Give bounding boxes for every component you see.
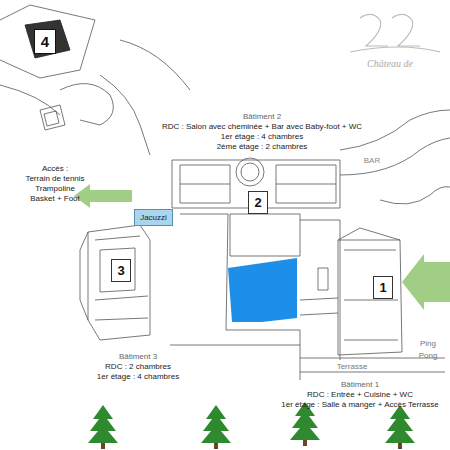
building-number: 2 bbox=[248, 191, 268, 214]
building-number: 3 bbox=[111, 259, 131, 282]
floor-note: 1er étage : Salle à manger + Accès Terra… bbox=[281, 400, 439, 410]
box-text: 4 bbox=[41, 33, 49, 50]
floor-note: RDC : 2 chambres bbox=[105, 362, 171, 372]
access-item: Trampoline bbox=[35, 184, 75, 194]
trees bbox=[88, 402, 415, 449]
access-heading: Accès : bbox=[42, 164, 68, 174]
area-label: Terrasse bbox=[337, 362, 368, 372]
pool bbox=[228, 258, 297, 322]
box-text: 2 bbox=[254, 195, 261, 210]
area-label: Ping Pong bbox=[411, 338, 445, 362]
area-label: BAR bbox=[364, 156, 380, 166]
building-heading: Bâtiment 2 bbox=[243, 112, 281, 122]
building-number: 1 bbox=[373, 276, 393, 299]
access-arrow bbox=[74, 184, 132, 208]
box-text: Jacuzzi bbox=[140, 213, 167, 222]
floor-note: RDC : Salon avec cheminée + Bar avec Bab… bbox=[162, 122, 362, 132]
floor-note: RDC : Entrée + Cuisine + WC bbox=[307, 390, 413, 400]
box-text: 1 bbox=[379, 280, 386, 295]
jacuzzi-box: Jacuzzi bbox=[134, 209, 173, 226]
box-text: 3 bbox=[117, 263, 124, 278]
floor-note: 2ème étage : 2 chambres bbox=[217, 142, 308, 152]
watermark-logo bbox=[350, 14, 440, 52]
floor-note: 1er étage : 4 chambres bbox=[97, 372, 179, 382]
building-number: 4 bbox=[34, 29, 56, 54]
entry-arrow bbox=[402, 254, 450, 310]
access-item: Basket + Foot bbox=[30, 194, 80, 204]
floor-note: 1er étage : 4 chambres bbox=[221, 132, 303, 142]
access-item: Terrain de tennis bbox=[25, 174, 84, 184]
building-heading: Bâtiment 3 bbox=[119, 352, 157, 362]
building-heading: Bâtiment 1 bbox=[341, 380, 379, 390]
watermark: Château de bbox=[367, 58, 413, 70]
